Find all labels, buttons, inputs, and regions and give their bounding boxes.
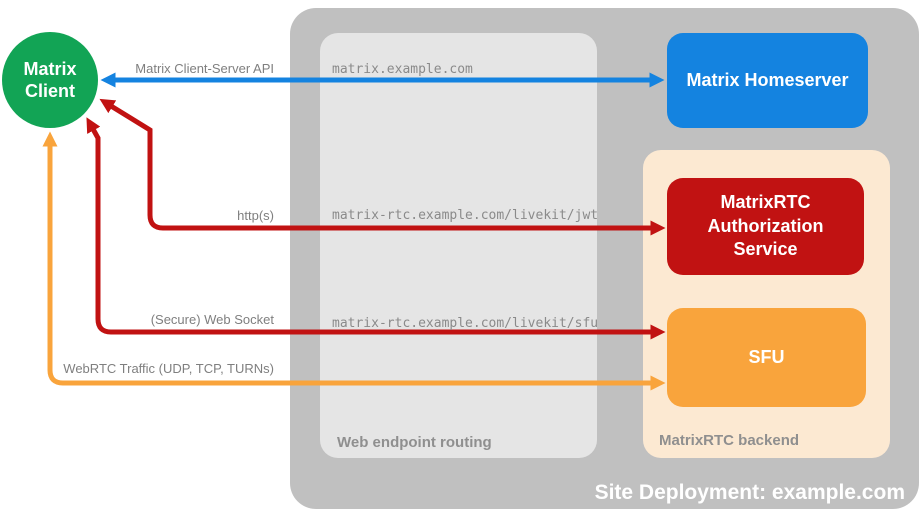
endpoint-sfu-url: matrix-rtc.example.com/livekit/sfu	[332, 316, 599, 331]
endpoint-jwt-url: matrix-rtc.example.com/livekit/jwt	[332, 208, 599, 223]
web-endpoint-routing-box: Web endpoint routing	[320, 33, 597, 458]
sfu-node: SFU	[667, 308, 866, 407]
site-deployment-label: Site Deployment: example.com	[594, 481, 905, 504]
client-server-api-label: Matrix Client-Server API	[135, 61, 274, 76]
websocket-label: (Secure) Web Socket	[150, 312, 274, 327]
https-label: http(s)	[237, 208, 274, 223]
web-endpoint-routing-label: Web endpoint routing	[337, 434, 492, 451]
matrix-client-node: Matrix Client	[2, 32, 98, 128]
endpoint-homeserver-url: matrix.example.com	[332, 62, 473, 77]
matrixrtc-authorization-service-node: MatrixRTC Authorization Service	[667, 178, 864, 275]
matrix-homeserver-node: Matrix Homeserver	[667, 33, 868, 128]
matrixrtc-backend-label: MatrixRTC backend	[659, 432, 800, 449]
webrtc-traffic-label: WebRTC Traffic (UDP, TCP, TURNs)	[63, 361, 274, 376]
